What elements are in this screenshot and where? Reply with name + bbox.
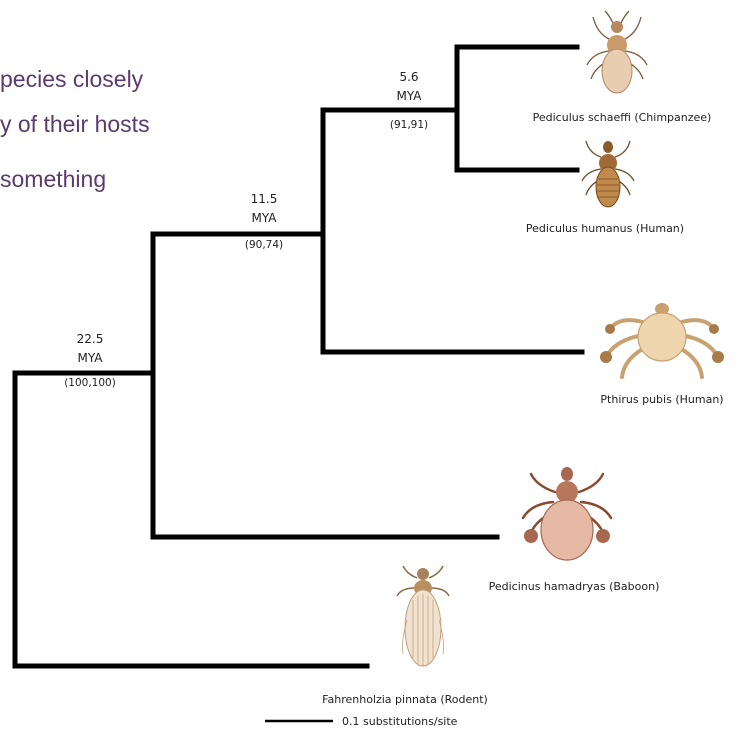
node-time: 5.6 — [399, 70, 418, 84]
crab-louse-illustration-pubis — [600, 303, 724, 377]
node-time: 11.5 — [251, 192, 278, 206]
louse-illustration-schaeffi — [587, 11, 647, 93]
node-support: (90,74) — [245, 239, 283, 251]
taxon-label-pubis: Pthirus pubis (Human) — [600, 393, 723, 406]
scale-bar: 0.1 substitutions/site — [265, 715, 458, 728]
node-label-n2: 11.5 MYA (90,74) — [245, 192, 283, 251]
louse-illustration-humanus — [582, 141, 634, 207]
taxon-label-humanus: Pediculus humanus (Human) — [526, 222, 684, 235]
node-unit: MYA — [78, 351, 104, 365]
taxon-label-pinnata: Fahrenholzia pinnata (Rodent) — [322, 693, 488, 706]
node-support: (91,91) — [390, 119, 428, 131]
taxon-label-schaeffi: Pediculus schaeffi (Chimpanzee) — [533, 111, 712, 124]
node-label-n1: 22.5 MYA (100,100) — [64, 332, 116, 389]
node-unit: MYA — [252, 211, 278, 225]
louse-illustration-pinnata — [397, 566, 449, 666]
scale-bar-label: 0.1 substitutions/site — [342, 715, 458, 728]
node-time: 22.5 — [77, 332, 104, 346]
louse-illustration-hamadryas — [523, 467, 611, 560]
node-label-n3: 5.6 MYA (91,91) — [390, 70, 428, 131]
node-support: (100,100) — [64, 377, 116, 389]
taxon-label-hamadryas: Pedicinus hamadryas (Baboon) — [489, 580, 660, 593]
node-unit: MYA — [397, 89, 423, 103]
